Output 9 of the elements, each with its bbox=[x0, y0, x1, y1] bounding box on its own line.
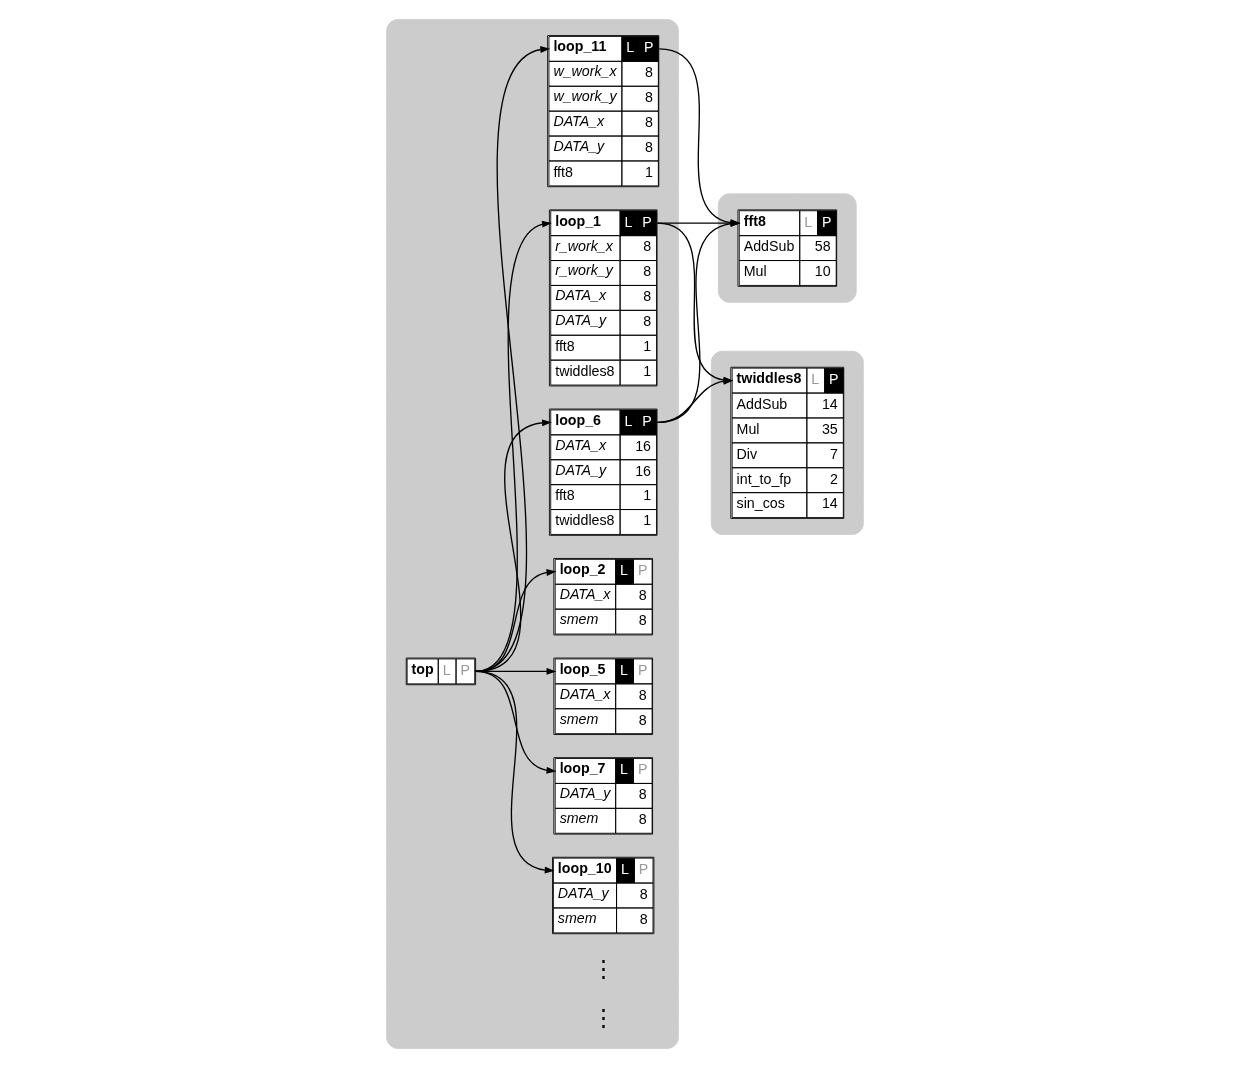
arrow bbox=[474, 419, 552, 673]
cluster bbox=[717, 193, 857, 303]
arrow bbox=[474, 220, 552, 673]
label: ⋮ bbox=[591, 954, 615, 981]
label: ⋮ bbox=[591, 1003, 615, 1030]
cluster bbox=[710, 350, 864, 535]
cluster bbox=[386, 19, 679, 1049]
arrow bbox=[474, 569, 557, 673]
arrow bbox=[474, 46, 551, 673]
